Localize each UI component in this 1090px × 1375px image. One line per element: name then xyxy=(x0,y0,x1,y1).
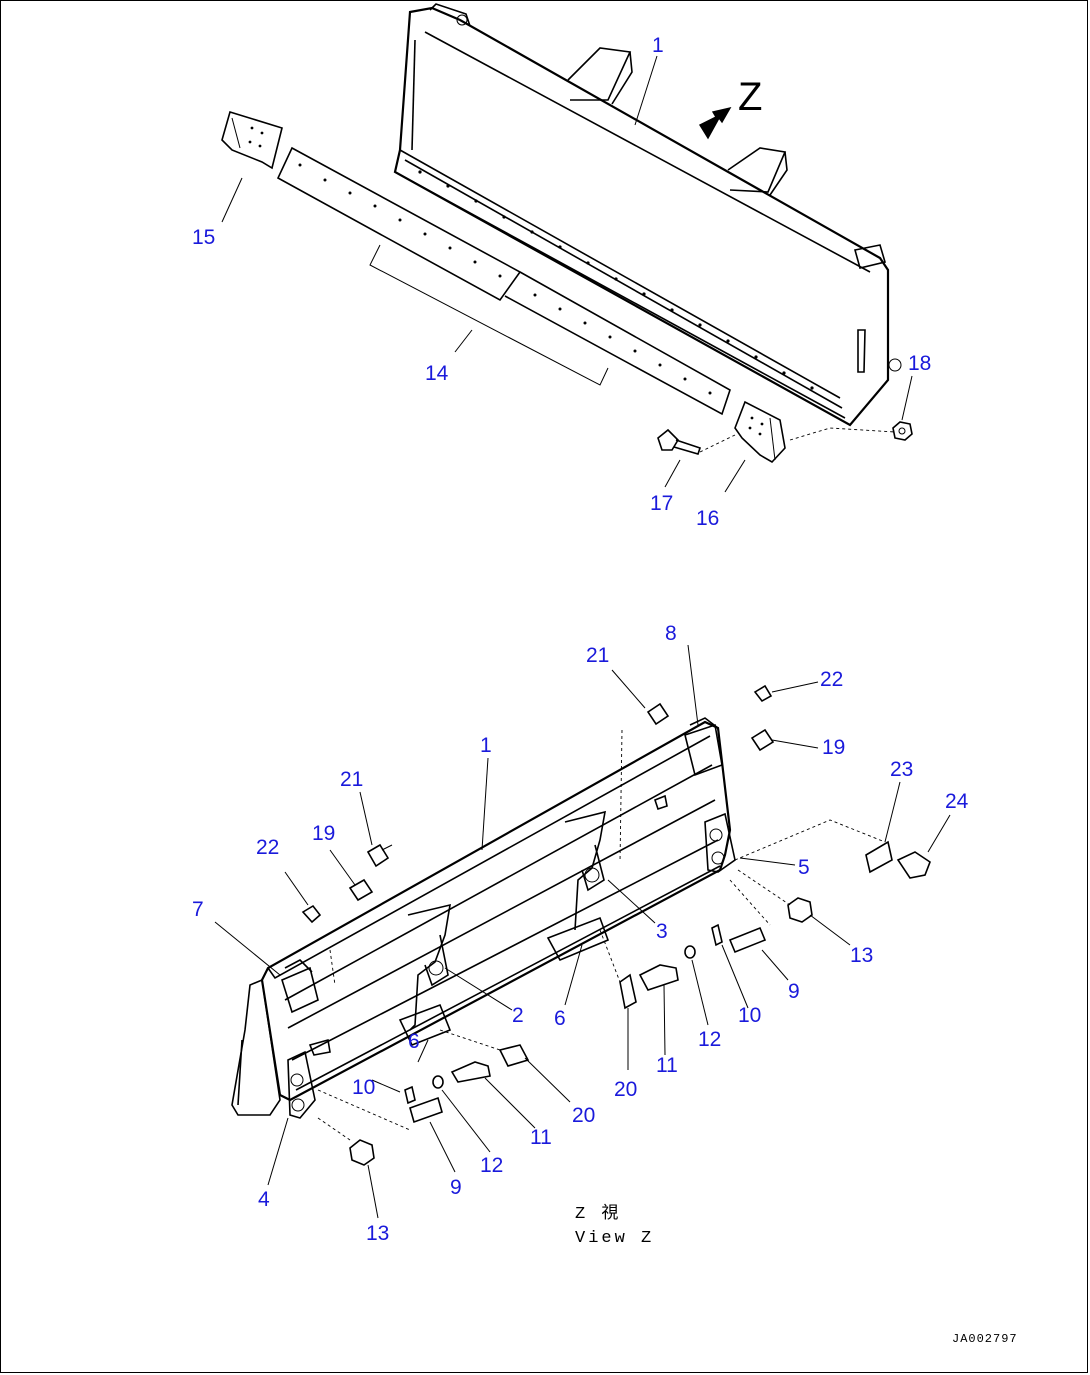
callout-23: 23 xyxy=(890,758,913,781)
view-arrow-label: Z xyxy=(738,75,762,119)
washer-12-left xyxy=(432,1075,444,1089)
washer-12-right xyxy=(684,945,696,959)
callout-4: 4 xyxy=(258,1188,270,1211)
pin-9-right xyxy=(728,926,767,954)
callout-top-1: 1 xyxy=(652,34,664,57)
callout-20-left: 20 xyxy=(572,1104,595,1127)
callout-13-right: 13 xyxy=(850,944,873,967)
view-caption-jp: Z 視 xyxy=(575,1203,621,1224)
callout-9-right: 9 xyxy=(788,980,800,1003)
cap-22-right xyxy=(753,684,773,703)
bracket-7 xyxy=(281,966,319,1014)
fitting-21-right xyxy=(646,702,670,726)
callout-top-15: 15 xyxy=(192,226,215,249)
nut-13-right xyxy=(787,897,813,923)
callout-6-right: 6 xyxy=(554,1007,566,1030)
callout-20-right: 20 xyxy=(614,1078,637,1101)
callout-9-left: 9 xyxy=(450,1176,462,1199)
bracket-8 xyxy=(684,723,723,777)
callout-7: 7 xyxy=(192,898,204,921)
fitting-19-left xyxy=(348,878,374,902)
callout-24: 24 xyxy=(945,790,969,813)
callout-11-left: 11 xyxy=(530,1126,552,1149)
bolt-17 xyxy=(657,428,702,455)
fitting-19-right xyxy=(750,728,775,752)
plate-23 xyxy=(865,840,893,874)
callout-5: 5 xyxy=(798,856,810,879)
callout-22-right: 22 xyxy=(820,668,843,691)
blade-rear-view xyxy=(214,644,951,1219)
callout-21-left: 21 xyxy=(340,768,363,791)
bolt-11-right xyxy=(638,964,679,991)
callout-12-right: 12 xyxy=(698,1028,721,1051)
callout-8: 8 xyxy=(665,622,677,645)
cap-22-left xyxy=(301,904,322,924)
fitting-21-left xyxy=(366,843,393,868)
blade-top-view: Z xyxy=(221,3,913,493)
callout-19-right: 19 xyxy=(822,736,845,759)
pin-9-left xyxy=(409,1096,443,1124)
callout-top-16: 16 xyxy=(696,507,719,530)
callout-10-right: 10 xyxy=(738,1004,761,1027)
callout-top-18: 18 xyxy=(908,352,931,375)
nut-18 xyxy=(892,421,913,441)
callout-19-left: 19 xyxy=(312,822,335,845)
callout-22-left: 22 xyxy=(256,836,279,859)
lock-10-right xyxy=(711,923,723,947)
callout-13-left: 13 xyxy=(366,1222,389,1245)
callout-2: 2 xyxy=(512,1004,524,1027)
fitting-20-right xyxy=(619,973,637,1010)
callout-top-14: 14 xyxy=(425,362,449,385)
view-caption-en: View Z xyxy=(575,1229,654,1248)
drawing-reference: JA002797 xyxy=(952,1332,1018,1346)
callout-1: 1 xyxy=(480,734,492,757)
callout-11-right: 11 xyxy=(656,1054,678,1077)
bolt-11-left xyxy=(450,1061,491,1083)
bolt-24 xyxy=(896,851,931,879)
callout-labels: 1 15 14 18 17 16 8 21 22 19 1 23 24 21 1… xyxy=(192,34,969,1245)
end-bit-15 xyxy=(221,110,283,170)
cutting-edge-14 xyxy=(276,146,731,416)
fitting-20-left xyxy=(498,1044,530,1067)
callout-10-left: 10 xyxy=(352,1076,375,1099)
blade-bolt-holes xyxy=(418,170,814,390)
lock-10-left xyxy=(404,1085,416,1105)
callout-3: 3 xyxy=(656,920,668,943)
callout-top-17: 17 xyxy=(650,492,673,515)
callout-12-left: 12 xyxy=(480,1154,503,1177)
callout-6-left: 6 xyxy=(408,1030,420,1053)
nut-13-left xyxy=(349,1139,375,1166)
callout-21-right: 21 xyxy=(586,644,609,667)
end-bit-16 xyxy=(734,400,786,464)
